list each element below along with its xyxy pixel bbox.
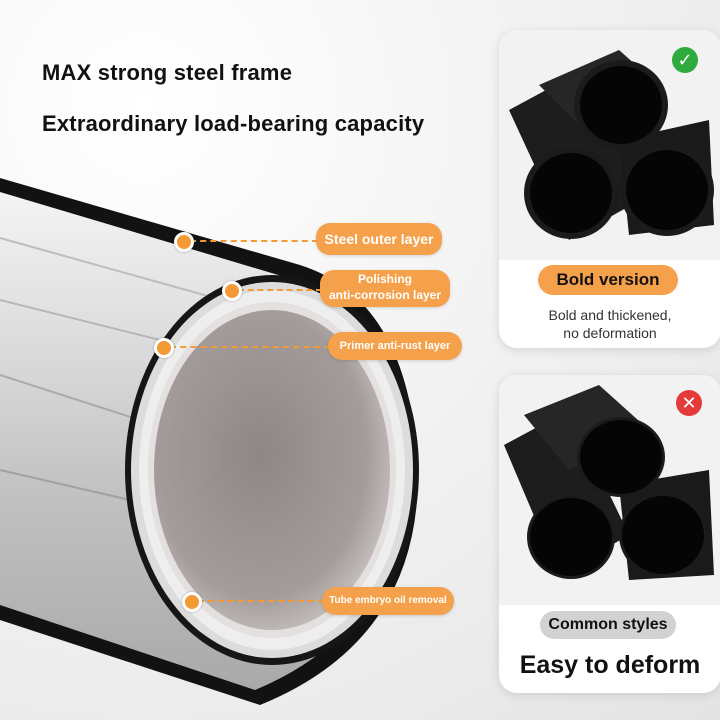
callout-tube-embryo: Tube embryo oil removal: [322, 587, 454, 615]
callout-polishing-line1: Polishing: [358, 272, 412, 286]
leader-line-primer: [170, 346, 330, 348]
comparison-card-bold: ✓ Bold version Bold and thickened, no de…: [499, 30, 720, 348]
common-pipes-image: [499, 375, 720, 605]
marker-dot-embryo: [182, 592, 202, 612]
comparison-card-common: ✕ Common styles Easy to deform: [499, 375, 720, 693]
common-styles-label: Common styles: [540, 611, 676, 639]
check-icon: ✓: [672, 47, 698, 73]
headline-load-bearing: Extraordinary load-bearing capacity: [42, 111, 425, 136]
leader-line-steel: [190, 240, 318, 242]
callout-primer-layer: Primer anti-rust layer: [328, 332, 462, 360]
callout-polishing-line2: anti-corrosion layer: [328, 288, 442, 302]
callout-polishing-layer: Polishing anti-corrosion layer: [320, 270, 450, 307]
callout-steel-outer-layer: Steel outer layer: [316, 223, 442, 255]
cross-icon: ✕: [676, 390, 702, 416]
bold-desc-line1: Bold and thickened,: [548, 307, 672, 323]
easy-to-deform-text: Easy to deform: [519, 651, 701, 679]
leader-line-embryo: [198, 600, 324, 602]
steel-tube-illustration: [0, 178, 419, 705]
marker-dot-steel: [174, 232, 194, 252]
marker-dot-polishing: [222, 281, 242, 301]
leader-line-polishing: [238, 289, 322, 291]
bold-desc-line2: no deformation: [563, 325, 657, 341]
bold-pipes-image: [499, 30, 720, 260]
headline-strong-frame: MAX strong steel frame: [42, 60, 293, 85]
bold-version-description: Bold and thickened, no deformation: [499, 306, 720, 342]
marker-dot-primer: [154, 338, 174, 358]
bold-version-label: Bold version: [538, 265, 678, 295]
